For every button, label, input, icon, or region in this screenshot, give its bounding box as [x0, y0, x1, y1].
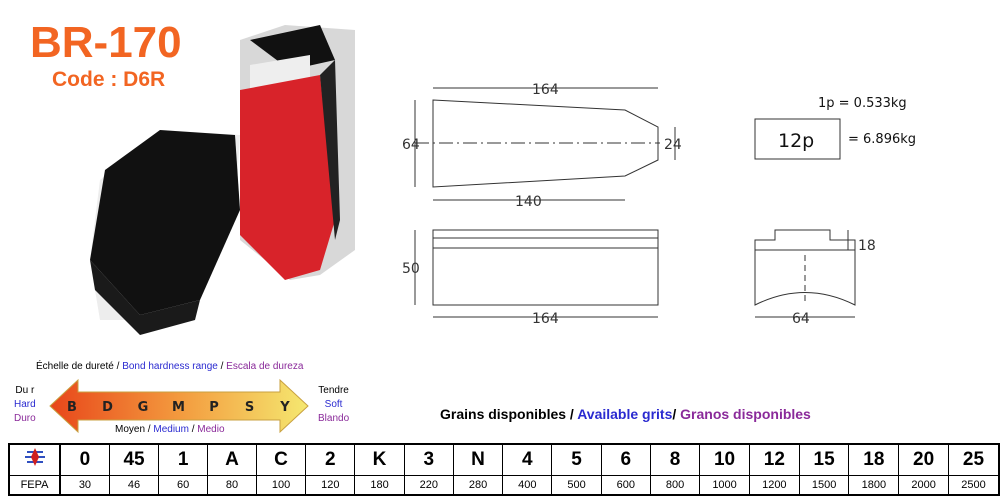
product-title: BR-170 — [30, 18, 182, 67]
technical-drawing: 164 64 24 140 50 164 18 64 1p = 0.533kg … — [402, 82, 916, 327]
mid-fr: Moyen — [115, 424, 146, 435]
grit-code: 5 — [551, 443, 602, 476]
grains-en: Available grits — [577, 406, 673, 422]
hard-es: Duro — [14, 413, 36, 424]
dim-end-width: 64 — [792, 311, 810, 327]
fepa-logo-icon — [8, 443, 62, 476]
grade-M: M — [172, 400, 185, 415]
grit-code: 25 — [948, 443, 1000, 476]
grit-code: 10 — [699, 443, 750, 476]
soft-es: Blando — [318, 413, 350, 424]
sep: / — [145, 424, 154, 435]
sep: / — [188, 424, 198, 435]
grit-code: 20 — [898, 443, 949, 476]
fepa-value: 100 — [255, 475, 307, 496]
product-photo — [90, 25, 355, 335]
grade-D: D — [102, 400, 113, 415]
fepa-label: FEPA — [8, 475, 62, 496]
dim-top-length: 164 — [532, 82, 559, 98]
dim-end-height: 18 — [858, 238, 876, 254]
grit-code: 6 — [600, 443, 651, 476]
grit-code: 15 — [798, 443, 850, 476]
hard-fr: Du r — [15, 385, 35, 396]
grit-code: 3 — [403, 443, 454, 476]
pack-weight: = 6.896kg — [848, 132, 916, 147]
fepa-value: 2500 — [948, 475, 1000, 496]
fepa-value: 180 — [354, 475, 405, 496]
fepa-value: 400 — [502, 475, 553, 496]
mid-es: Medio — [197, 424, 225, 435]
grit-code: 4 — [502, 443, 553, 476]
fepa-value: 30 — [59, 475, 110, 496]
product-code: Code : D6R — [52, 68, 166, 91]
soft-fr: Tendre — [318, 385, 349, 396]
fepa-value: 1800 — [848, 475, 900, 496]
hard-en: Hard — [14, 399, 36, 410]
title-en: Bond hardness range — [122, 361, 218, 372]
grit-code: N — [452, 443, 504, 476]
sep: / — [113, 361, 123, 372]
fepa-value: 2000 — [898, 475, 949, 496]
medium-label: Moyen / Medium / Medio — [115, 424, 225, 435]
pack-count: 12p — [778, 130, 814, 152]
title-fr: Échelle de dureté — [36, 361, 114, 372]
grit-code: A — [207, 443, 257, 476]
fepa-value: 1200 — [748, 475, 800, 496]
fepa-value: 80 — [207, 475, 257, 496]
dim-width-left: 64 — [402, 137, 420, 153]
grit-code: K — [354, 443, 405, 476]
sep: / — [217, 361, 227, 372]
grit-code: 12 — [748, 443, 800, 476]
grade-Y: Y — [279, 400, 290, 415]
fepa-value: 1000 — [699, 475, 750, 496]
fepa-value: 280 — [452, 475, 504, 496]
grains-es: Granos disponibles — [680, 406, 811, 422]
grade-B: B — [67, 400, 77, 415]
fepa-value: 220 — [403, 475, 454, 496]
grade-S: S — [245, 400, 254, 415]
weight-per-piece: 1p = 0.533kg — [818, 96, 907, 111]
fepa-value: 120 — [305, 475, 356, 496]
fepa-value: 46 — [108, 475, 160, 496]
grains-fr: Grains disponibles / — [440, 406, 578, 422]
dim-side-height: 50 — [402, 261, 420, 277]
dim-width-right: 24 — [664, 137, 682, 153]
fepa-value: 600 — [600, 475, 651, 496]
title-es: Escala de dureza — [226, 361, 304, 372]
grit-code: 45 — [108, 443, 160, 476]
grit-code: 0 — [59, 443, 110, 476]
grit-code: C — [255, 443, 307, 476]
grit-code: 18 — [848, 443, 900, 476]
dim-side-length: 164 — [532, 311, 559, 327]
grit-code: 2 — [305, 443, 356, 476]
fepa-value: 1500 — [798, 475, 850, 496]
sep: / — [672, 406, 681, 422]
fepa-value: 800 — [649, 475, 701, 496]
grade-P: P — [209, 400, 219, 415]
soft-en: Soft — [324, 399, 343, 410]
fepa-value: 60 — [158, 475, 209, 496]
grade-G: G — [138, 400, 149, 415]
grit-code: 8 — [649, 443, 701, 476]
grains-heading: Grains disponibles / Available grits/ Gr… — [440, 406, 811, 422]
mid-en: Medium — [153, 424, 189, 435]
hardness-scale-title: Échelle de dureté / Bond hardness range … — [36, 361, 303, 372]
fepa-value: 500 — [551, 475, 602, 496]
dim-bottom-length: 140 — [515, 194, 542, 210]
grit-code: 1 — [158, 443, 209, 476]
